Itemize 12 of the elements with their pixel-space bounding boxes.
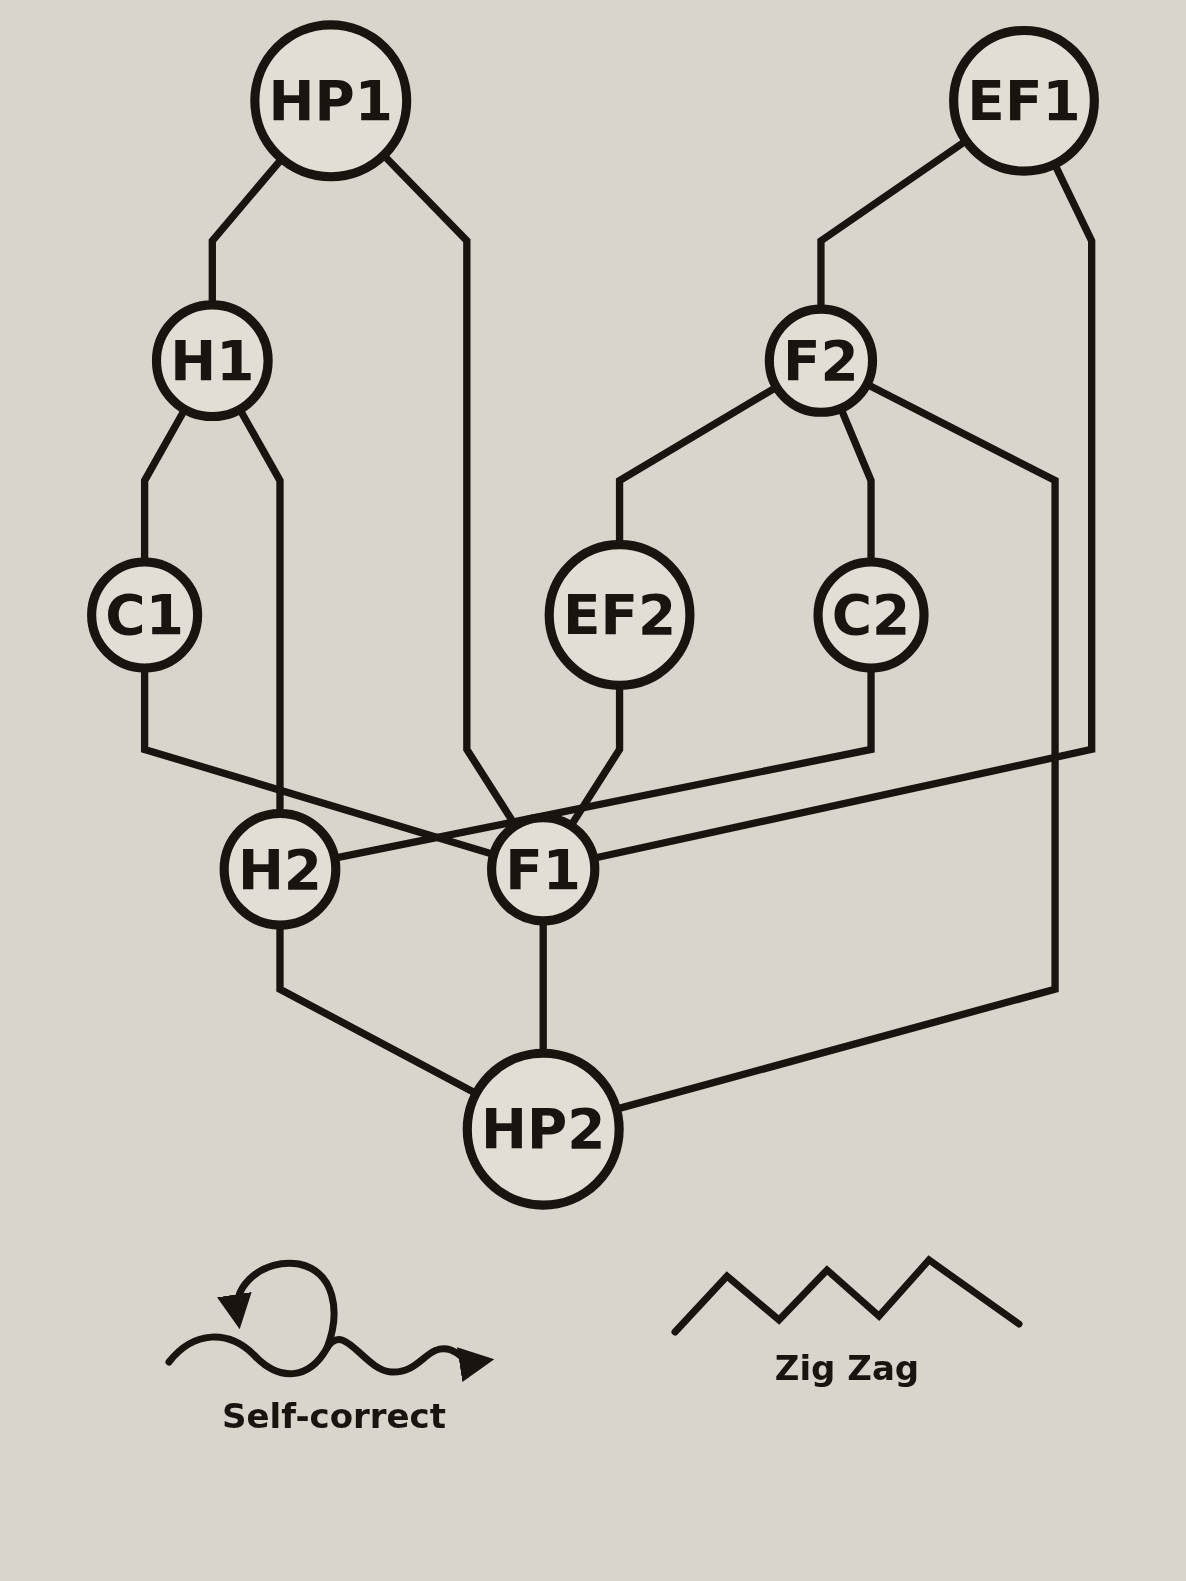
node-circle: H2 — [219, 808, 341, 930]
node-circle: C2 — [813, 557, 929, 673]
node-circle: F2 — [764, 304, 878, 417]
node-circle: EF1 — [949, 25, 1099, 176]
node-circle: F1 — [487, 813, 600, 926]
node-circle: EF2 — [544, 540, 695, 690]
node-circle: H1 — [151, 300, 273, 422]
legend-label: Self-correct — [222, 1396, 446, 1436]
node-circle: HP2 — [462, 1048, 624, 1210]
node-circle: HP1 — [250, 20, 412, 182]
node-circle: C1 — [87, 557, 203, 673]
legend-label: Zig Zag — [774, 1348, 920, 1388]
